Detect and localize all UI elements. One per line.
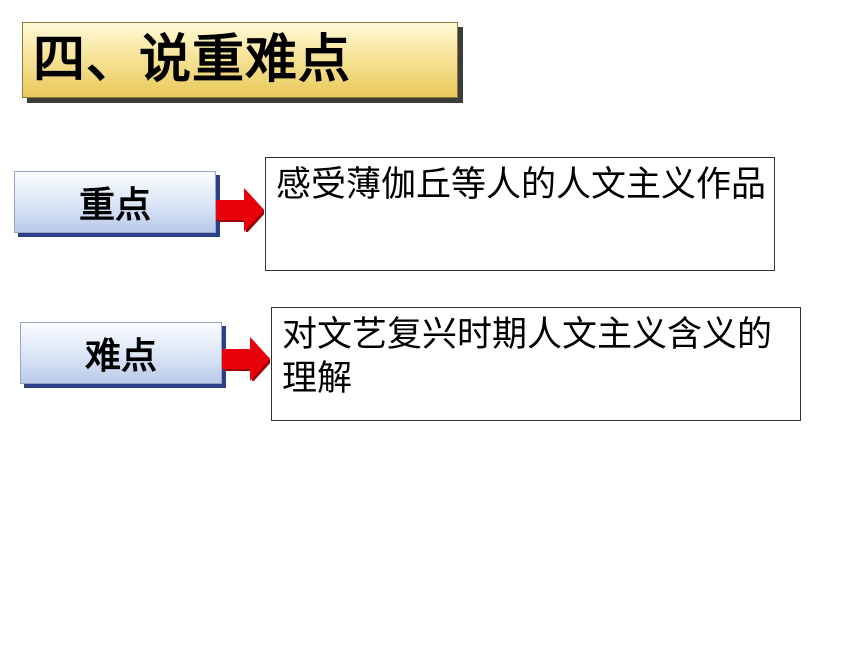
title-banner: 四、说重难点 bbox=[22, 22, 458, 98]
key-point-content-box: 感受薄伽丘等人的人文主义作品 bbox=[265, 157, 775, 271]
difficult-point-label-box: 难点 bbox=[20, 322, 222, 384]
slide-title: 四、说重难点 bbox=[33, 30, 352, 90]
right-arrow-icon bbox=[216, 188, 264, 232]
difficult-point-content: 对文艺复兴时期人文主义含义的理解 bbox=[282, 315, 773, 399]
key-point-label: 重点 bbox=[78, 185, 151, 226]
difficult-point-content-box: 对文艺复兴时期人文主义含义的理解 bbox=[271, 307, 801, 421]
difficult-point-label: 难点 bbox=[84, 336, 157, 377]
key-point-content: 感受薄伽丘等人的人文主义作品 bbox=[276, 165, 767, 205]
right-arrow-icon bbox=[222, 337, 270, 381]
key-point-label-box: 重点 bbox=[14, 171, 216, 233]
